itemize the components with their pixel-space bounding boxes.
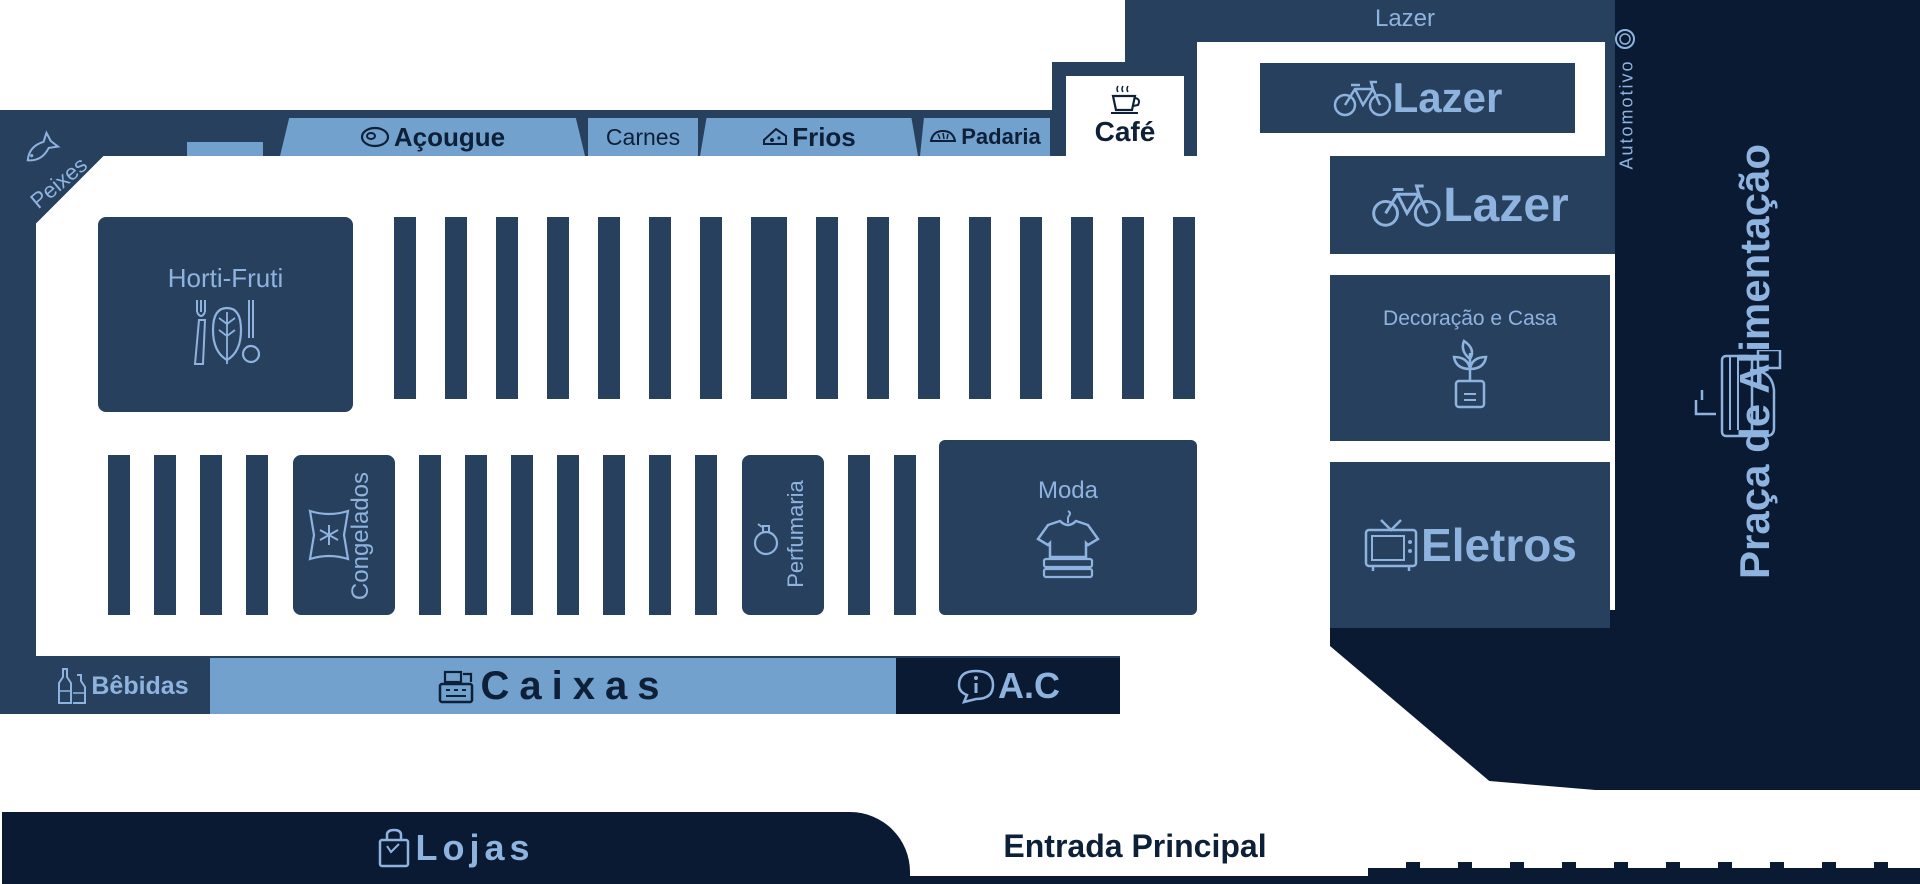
shelf-lower <box>894 455 916 615</box>
carnes-counter[interactable]: Carnes <box>588 118 698 156</box>
moda-label: Moda <box>1037 476 1099 504</box>
decoracao-label: Decoração e Casa <box>1383 307 1557 330</box>
entrada-principal[interactable]: Entrada Principal <box>960 816 1310 876</box>
entrance-gate-bars <box>1368 862 1920 868</box>
shelf-upper <box>1173 217 1195 399</box>
bottles-icon <box>57 667 87 705</box>
shelf-upper <box>816 217 838 399</box>
decoracao-section[interactable]: Decoração e Casa <box>1330 275 1610 441</box>
lazer-label-2: Lazer <box>1443 178 1569 232</box>
shelf-lower <box>557 455 579 615</box>
shelf-lower <box>603 455 625 615</box>
entrada-label: Entrada Principal <box>1003 827 1267 864</box>
ac-section[interactable]: A.C <box>896 658 1120 714</box>
bebidas-section[interactable]: Bêbidas <box>36 658 210 714</box>
shelf-lower <box>695 455 717 615</box>
shelf-upper <box>867 217 889 399</box>
lazer-top-label[interactable]: Lazer <box>1374 5 1436 32</box>
coffee-cup-icon <box>1108 84 1142 116</box>
horti-fruti-section[interactable]: Horti-Fruti <box>98 217 353 412</box>
shelf-upper <box>1071 217 1093 399</box>
padaria-label: Padaria <box>961 124 1041 149</box>
shelf-upper <box>496 217 518 399</box>
acougue-label: Açougue <box>393 121 506 152</box>
shelf-lower <box>419 455 441 615</box>
caixas-section[interactable]: Caixas <box>210 658 896 714</box>
bicycle-icon <box>1371 180 1443 230</box>
vegetables-icon <box>191 298 261 366</box>
frios-label: Frios <box>792 121 856 152</box>
shelf-upper <box>598 217 620 399</box>
tv-icon <box>1363 518 1419 572</box>
tire-icon <box>1614 28 1636 50</box>
shelf-lower <box>465 455 487 615</box>
frios-counter[interactable]: Frios <box>700 118 918 156</box>
shelf-lower <box>246 455 268 615</box>
perfumaria-section[interactable]: Perfumaria <box>742 455 824 615</box>
shelf-lower <box>108 455 130 615</box>
peixes-section[interactable]: Peixes <box>8 128 98 213</box>
shelf-upper <box>1020 217 1042 399</box>
shopping-bag-icon <box>377 828 411 868</box>
lazer-section-1[interactable]: Lazer <box>1260 63 1575 133</box>
lazer-section-2[interactable]: Lazer <box>1330 156 1610 254</box>
bebidas-label: Bêbidas <box>91 671 189 700</box>
lojas-section[interactable]: Lojas <box>2 812 910 884</box>
bread-icon <box>929 129 957 145</box>
eletros-section[interactable]: Eletros <box>1330 462 1610 628</box>
ac-label: A.C <box>998 665 1060 706</box>
steak-icon <box>360 126 390 148</box>
shelf-upper <box>700 217 722 399</box>
praca-label: Praça de Alimentação <box>1731 144 1778 579</box>
burger-drink-icon <box>1692 350 1792 440</box>
potted-plant-icon <box>1446 339 1494 409</box>
praca-section[interactable]: Praça de Alimentação <box>1660 140 1890 610</box>
automotivo-section[interactable]: Automotivo <box>1605 20 1645 180</box>
congelados-label: Congelados <box>347 471 374 601</box>
shelf-upper <box>547 217 569 399</box>
shelf-upper <box>649 217 671 399</box>
moda-section[interactable]: Moda <box>939 440 1197 615</box>
fish-icon <box>17 128 63 172</box>
info-icon <box>956 668 996 704</box>
acougue-counter[interactable]: Açougue <box>280 118 585 156</box>
bicycle-icon <box>1333 77 1393 119</box>
carnes-label: Carnes <box>605 123 681 150</box>
cafe-section[interactable]: Café <box>1066 76 1184 156</box>
perfume-icon <box>750 521 782 557</box>
top-strip-stub <box>187 142 263 156</box>
shelf-upper <box>918 217 940 399</box>
tshirt-icon <box>1032 507 1104 579</box>
cash-register-icon <box>437 668 475 704</box>
shelf-lower <box>200 455 222 615</box>
shelf-upper <box>445 217 467 399</box>
eletros-label: Eletros <box>1421 519 1577 571</box>
shelf-upper <box>1122 217 1144 399</box>
shelf-upper <box>751 217 787 399</box>
lazer-label-1: Lazer <box>1392 74 1503 121</box>
entrance-corridor <box>1330 610 1920 790</box>
horti-fruti-label: Horti-Fruti <box>167 263 284 293</box>
shelf-lower <box>848 455 870 615</box>
cheese-icon <box>762 126 788 148</box>
shelf-upper <box>969 217 991 399</box>
cafe-label: Café <box>1094 116 1156 147</box>
lazer-top-block <box>1125 0 1645 42</box>
shelf-lower <box>649 455 671 615</box>
padaria-counter[interactable]: Padaria <box>920 118 1050 156</box>
congelados-section[interactable]: Congelados <box>293 455 395 615</box>
caixas-label: Caixas <box>480 663 670 708</box>
shelf-upper <box>394 217 416 399</box>
lojas-label: Lojas <box>415 827 535 868</box>
automotivo-label: Automotivo <box>1616 59 1637 170</box>
shelf-lower <box>511 455 533 615</box>
shelf-lower <box>154 455 176 615</box>
perfumaria-label: Perfumaria <box>783 480 808 588</box>
frozen-bag-icon <box>306 507 352 563</box>
